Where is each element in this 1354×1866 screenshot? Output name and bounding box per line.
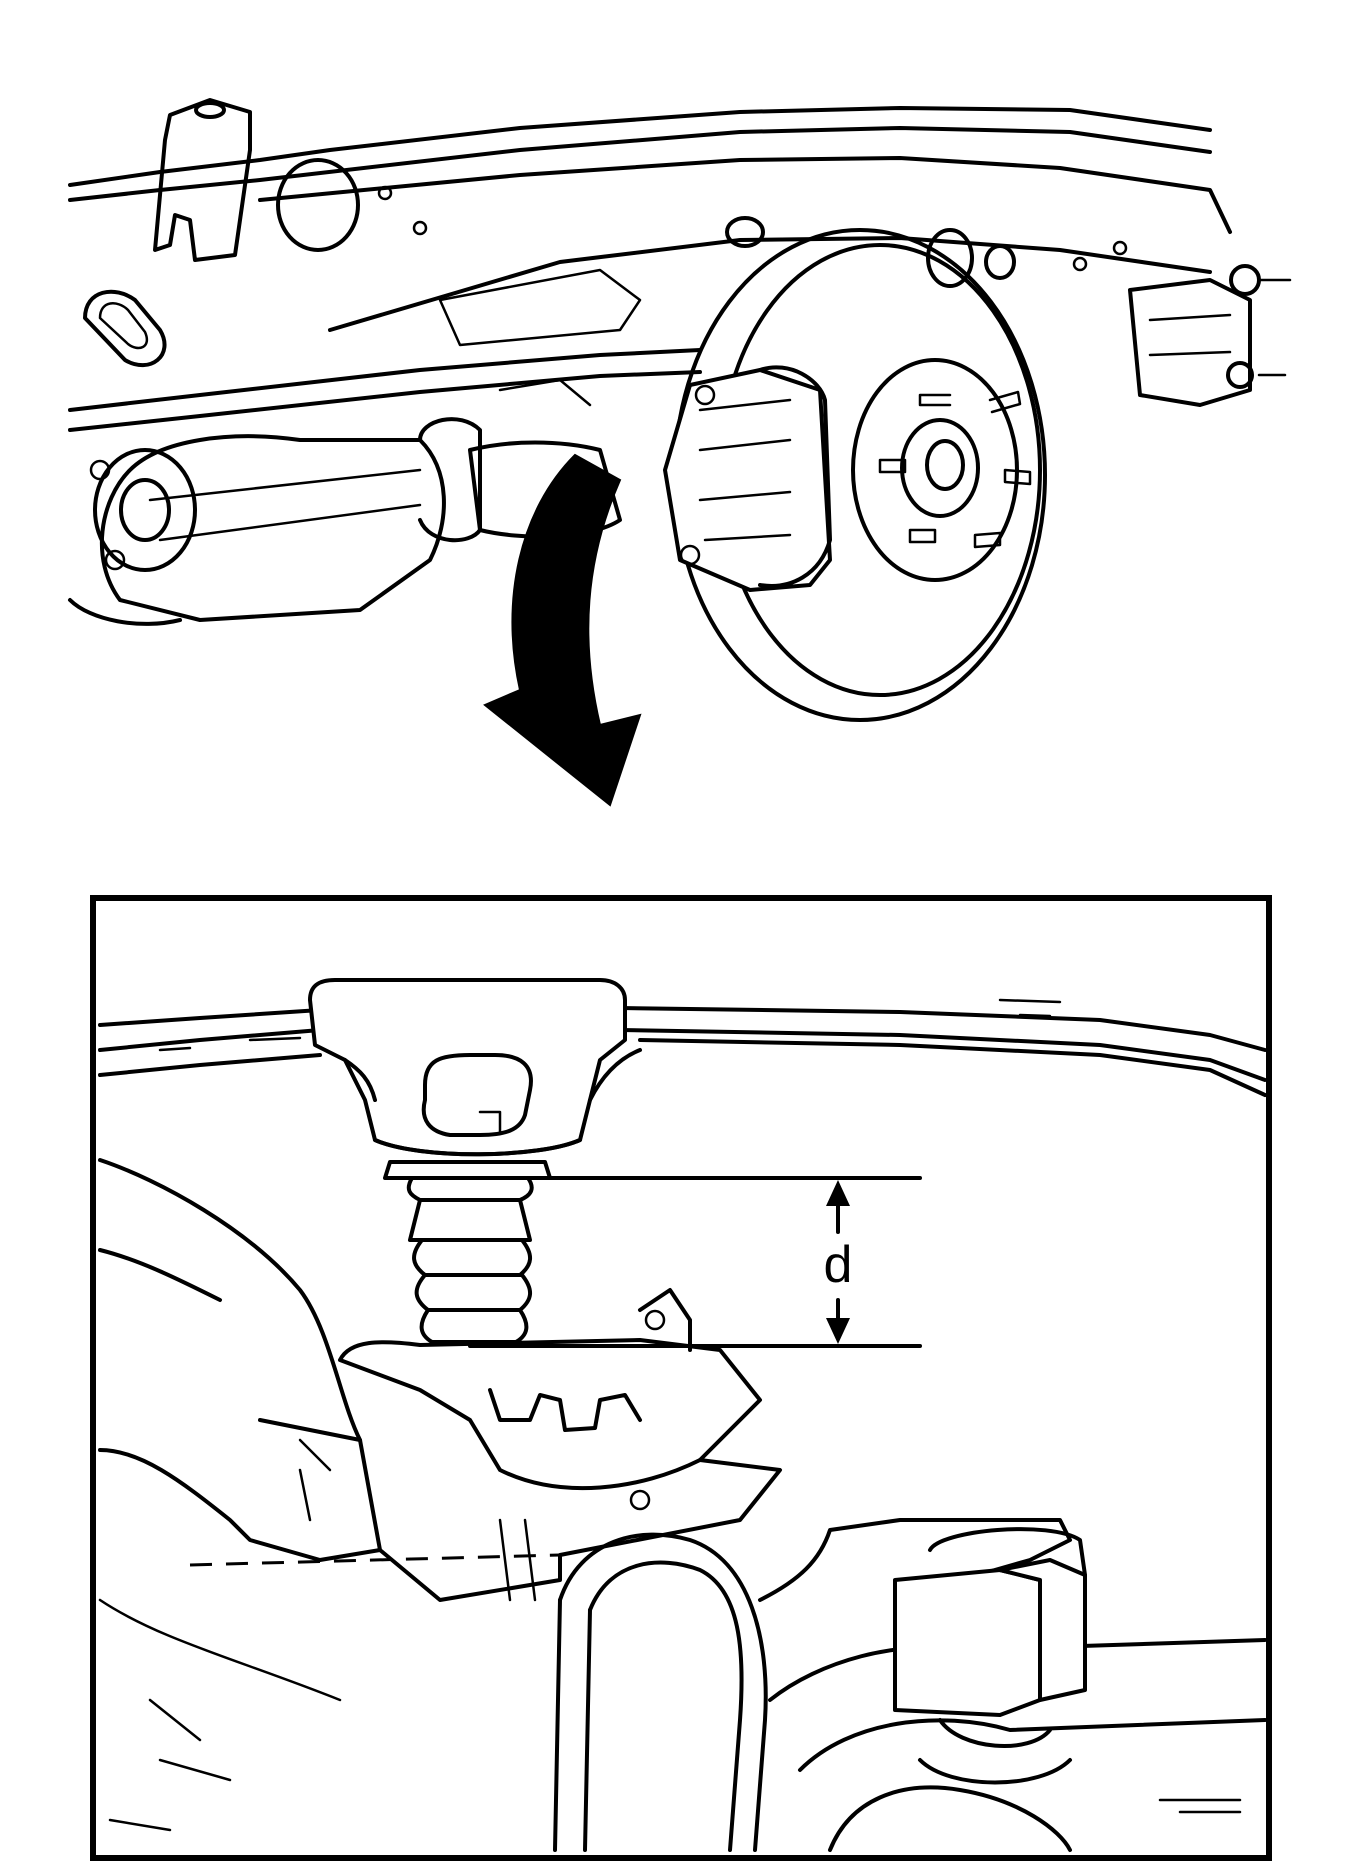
- axle-housing-detail: [553, 1518, 1267, 1852]
- rear-axle-housing: [68, 268, 702, 626]
- bumper-bracket: [308, 978, 642, 1157]
- rear-suspension-overview: [68, 98, 1292, 807]
- detail-inset: d: [90, 895, 1272, 1861]
- dimension-callout: d: [468, 1176, 922, 1348]
- detail-arrow: [483, 453, 642, 807]
- wheel-hub: [851, 358, 1032, 582]
- axle-bump-pad: [98, 1158, 782, 1832]
- frame-rail: [68, 98, 1232, 368]
- stabilizer-link-bracket: [1128, 264, 1292, 407]
- brake-caliper: [663, 365, 832, 592]
- dimension-arrowhead-up: [826, 1180, 850, 1206]
- dimension-label: d: [824, 1236, 853, 1294]
- dimension-arrowhead-down: [826, 1318, 850, 1344]
- frame-rail-detail: [98, 998, 1267, 1097]
